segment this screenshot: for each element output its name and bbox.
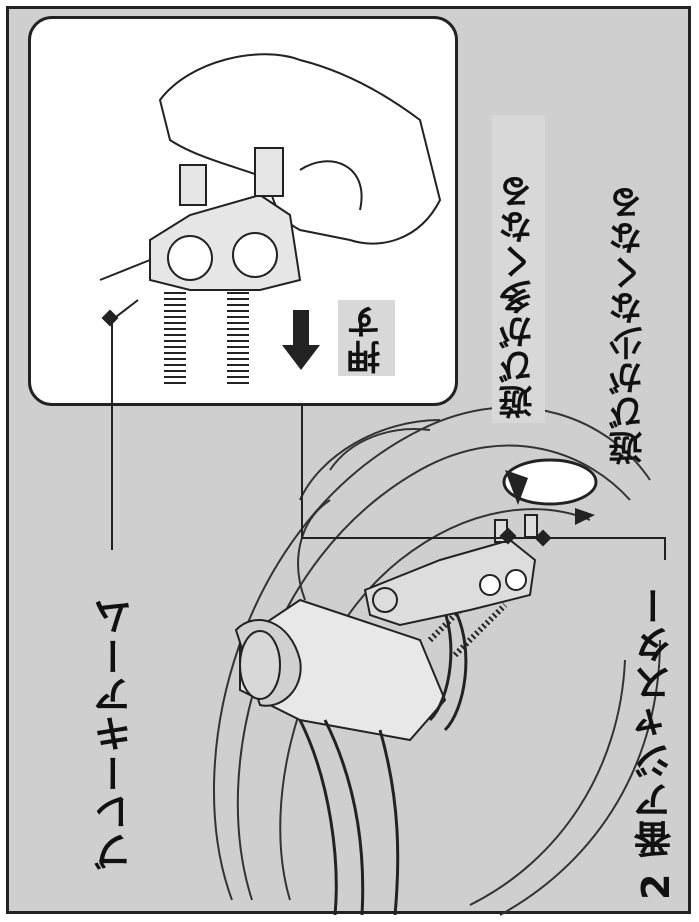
main-springs (427, 587, 508, 658)
wheel-drum (213, 406, 661, 916)
label-play-more: 遊びが多くなる (492, 115, 545, 423)
inset-brake-arm (149, 147, 302, 291)
leader-lines (111, 299, 666, 560)
brake-cables (298, 599, 468, 916)
label-push: 押す (338, 300, 395, 376)
inset-springs (164, 292, 249, 385)
push-arrow (282, 310, 320, 370)
swing-arm (234, 598, 447, 742)
leader-markers (101, 309, 552, 547)
label-adjuster: 2 番アジャスター (634, 585, 678, 900)
label-brake-arm: ブレーキアーム (94, 597, 138, 870)
main-brake-arm (363, 514, 538, 627)
label-play-less: 遊びが少なくなる (609, 185, 649, 465)
rotation-arrow (502, 458, 598, 525)
